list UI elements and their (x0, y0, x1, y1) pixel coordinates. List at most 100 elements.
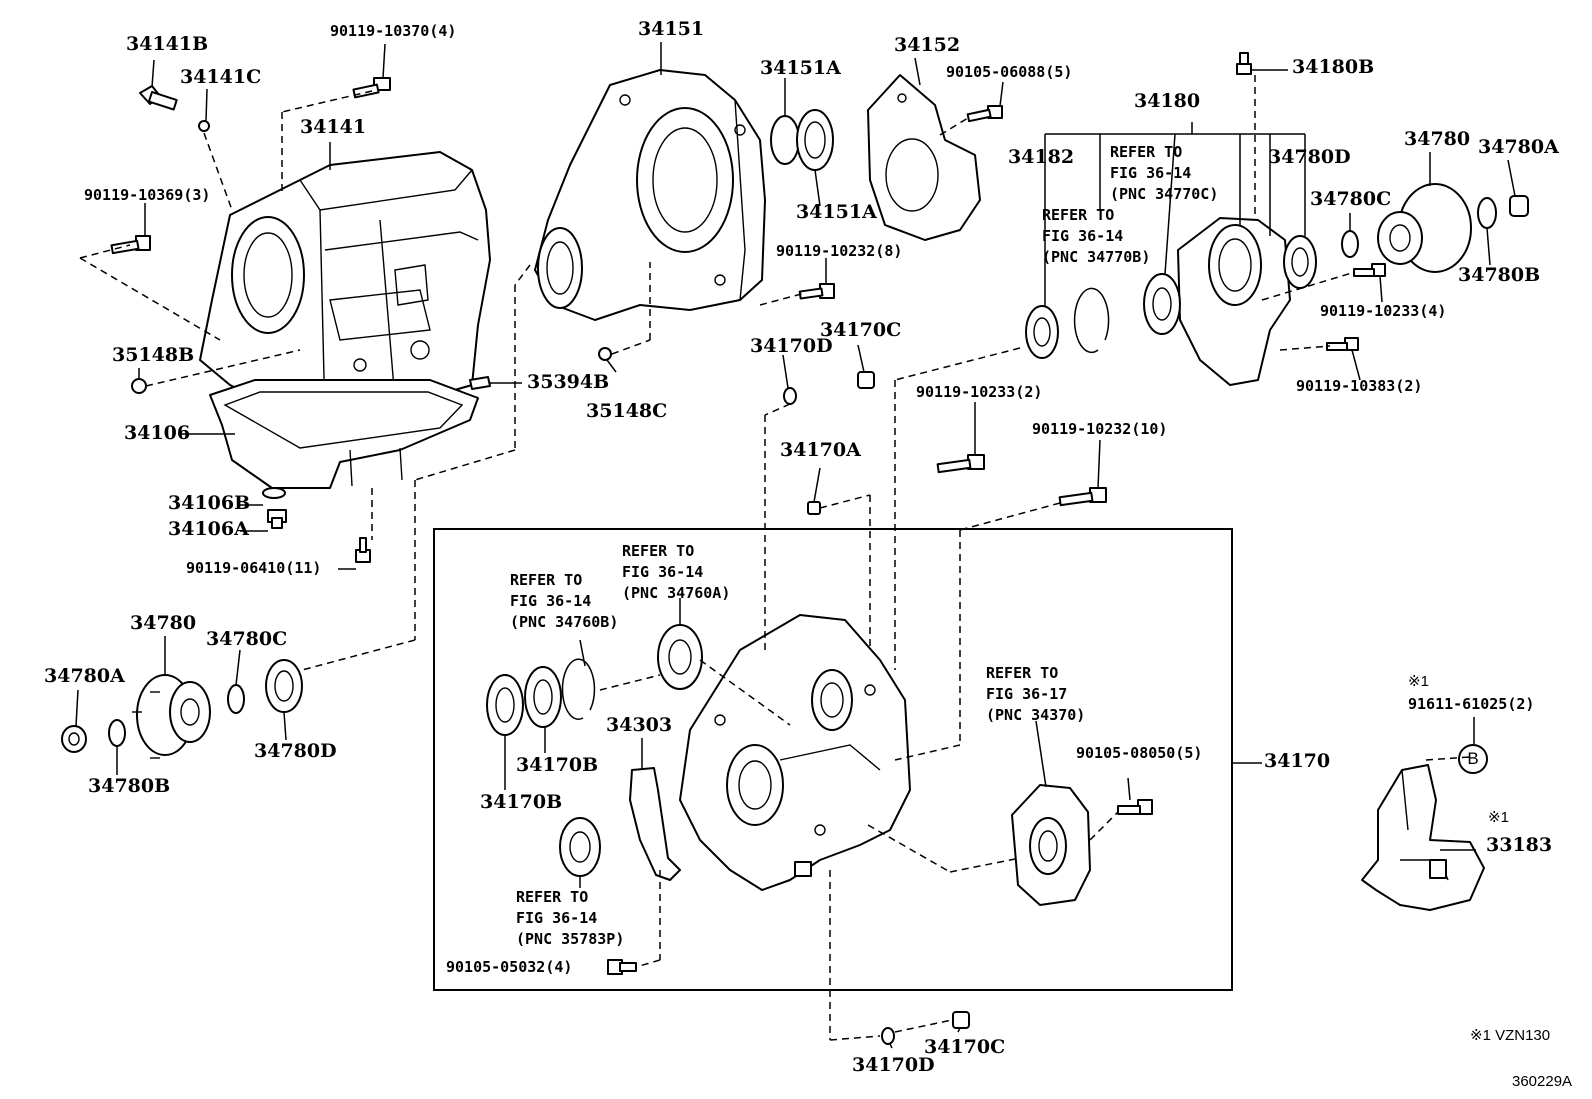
refer-line: FIG 36-17 (986, 685, 1068, 703)
bolt-label-90119-10383: 90119-10383(2) (1296, 377, 1423, 395)
seal-34780D-right (1283, 235, 1317, 289)
part-label-35394B: 35394B (527, 371, 610, 393)
refer-line: FIG 36-14 (510, 592, 592, 610)
plug-34170A (807, 501, 821, 515)
connector-lines (75, 42, 1516, 1049)
refer-line: FIG 36-14 (1042, 227, 1124, 245)
part-label-34780C-left: 34780C (206, 628, 288, 650)
bolt-90119-10233-4 (1353, 263, 1386, 277)
extension-housing-group-box (433, 528, 1233, 991)
bolt-34141B (139, 85, 178, 111)
refer-line: REFER TO (1110, 143, 1183, 161)
part-label-34170A: 34170A (780, 439, 861, 461)
part-label-34170B-b: 34170B (480, 791, 563, 813)
refer-block-34760B: REFER TO FIG 36-14 (PNC 34760B) (510, 570, 618, 633)
part-label-34303: 34303 (606, 714, 673, 736)
refer-line: REFER TO (516, 888, 589, 906)
oil-pan-34106 (209, 379, 479, 489)
part-label-34151: 34151 (638, 18, 705, 40)
refer-block-34760A: REFER TO FIG 36-14 (PNC 34760A) (622, 541, 730, 604)
transaxle-case-34141 (199, 151, 491, 426)
bolt-90105-08050 (1117, 799, 1153, 815)
refer-line: REFER TO (1042, 206, 1115, 224)
refer-block-34770B: REFER TO FIG 36-14 (PNC 34770B) (1042, 205, 1150, 268)
part-label-34780A-left: 34780A (44, 665, 125, 687)
footnote-vzn130: ※1 VZN130 (1470, 1027, 1551, 1044)
part-label-34180B: 34180B (1292, 56, 1375, 78)
refer-line: REFER TO (986, 664, 1059, 682)
mount-bracket-33183 (1361, 764, 1485, 911)
note-mark-1-a: ※1 (1408, 673, 1429, 690)
flange-34780-right (1377, 183, 1472, 273)
part-label-34151A-top: 34151A (760, 57, 841, 79)
bolt-90119-10233-2 (936, 454, 985, 474)
bearing-34760A (657, 624, 703, 690)
part-label-34152: 34152 (894, 34, 961, 56)
figure-id: 360229A (1512, 1073, 1573, 1090)
bolt-label-90119-10370: 90119-10370(4) (330, 22, 457, 40)
part-label-34780C-right: 34780C (1310, 188, 1392, 210)
nut-34780A-right (1509, 195, 1529, 217)
part-label-35148B: 35148B (112, 344, 195, 366)
bearing-34770C (1143, 273, 1181, 335)
oil-seal-34182 (1025, 305, 1059, 359)
refer-line: FIG 36-14 (622, 563, 704, 581)
refer-block-35783P: REFER TO FIG 36-14 (PNC 35783P) (516, 887, 624, 950)
seal-34170B-inner (524, 666, 562, 728)
part-label-34106A: 34106A (168, 518, 249, 540)
gasket-34170D-top (783, 387, 797, 405)
seal-34170B-outer (486, 674, 524, 736)
refer-line: FIG 36-14 (516, 909, 598, 927)
part-label-34106B: 34106B (168, 492, 251, 514)
plug-34170C-top (857, 371, 875, 389)
refer-block-34370: REFER TO FIG 36-17 (PNC 34370) (986, 663, 1085, 726)
bolt-label-90105-06088: 90105-06088(5) (946, 63, 1073, 81)
refer-line: FIG 36-14 (1110, 164, 1192, 182)
bolt-90119-06410 (355, 537, 371, 563)
washer-34141C (198, 120, 210, 132)
refer-line: (PNC 34760B) (510, 613, 619, 631)
part-label-34151A-bottom: 34151A (796, 201, 877, 223)
part-label-34170C-top: 34170C (820, 319, 902, 341)
seal-34151A (770, 109, 834, 171)
refer-line: (PNC 34770C) (1110, 185, 1219, 203)
part-label-34170C-bottom: 34170C (924, 1036, 1006, 1058)
snap-ring-34760B (561, 658, 596, 720)
part-label-34780-left: 34780 (130, 612, 197, 634)
refer-line: REFER TO (510, 571, 583, 589)
part-label-34170: 34170 (1264, 750, 1331, 772)
bolt-90119-10232-10 (1058, 487, 1107, 507)
bolt-label-90119-06410: 90119-06410(11) (186, 559, 322, 577)
gasket-34170D-bottom (881, 1027, 895, 1045)
bolt-90105-06088 (966, 105, 1003, 123)
plug-35148B (131, 378, 147, 394)
part-label-34780B-right: 34780B (1458, 264, 1541, 286)
bolt-label-90105-08050: 90105-08050(5) (1076, 744, 1203, 762)
part-label-35148C: 35148C (586, 400, 668, 422)
part-label-34780A-right: 34780A (1478, 136, 1559, 158)
part-label-34180: 34180 (1134, 90, 1201, 112)
refer-line: (PNC 34770B) (1042, 248, 1151, 266)
o-ring-34780C-right (1341, 230, 1359, 258)
bolt-label-90119-10232-10: 90119-10232(10) (1032, 420, 1168, 438)
cover-34370 (1011, 784, 1091, 906)
part-label-34141C: 34141C (180, 66, 262, 88)
part-label-34141B: 34141B (126, 33, 209, 55)
refer-line: (PNC 34760A) (622, 584, 731, 602)
gasket-35394B (469, 376, 491, 390)
bolt-label-90119-10233-4: 90119-10233(4) (1320, 302, 1447, 320)
part-label-34170D-bottom: 34170D (852, 1054, 935, 1076)
refer-line: (PNC 35783P) (516, 930, 625, 948)
bolt-label-90119-10232-8: 90119-10232(8) (776, 242, 903, 260)
transfer-case-34151 (534, 69, 766, 321)
snap-ring-34770B (1073, 287, 1110, 354)
bolt-label-91611-61025: 91611-61025(2) (1408, 695, 1535, 713)
bolt-90119-10232-8 (798, 283, 835, 300)
drain-plug-34106A (267, 509, 287, 529)
refer-block-34770C: REFER TO FIG 36-14 (PNC 34770C) (1110, 142, 1218, 205)
part-label-34170B-a: 34170B (516, 754, 599, 776)
flange-34780-left (132, 674, 211, 759)
part-label-33183: 33183 (1486, 834, 1553, 856)
bolt-90119-10369 (110, 235, 151, 255)
